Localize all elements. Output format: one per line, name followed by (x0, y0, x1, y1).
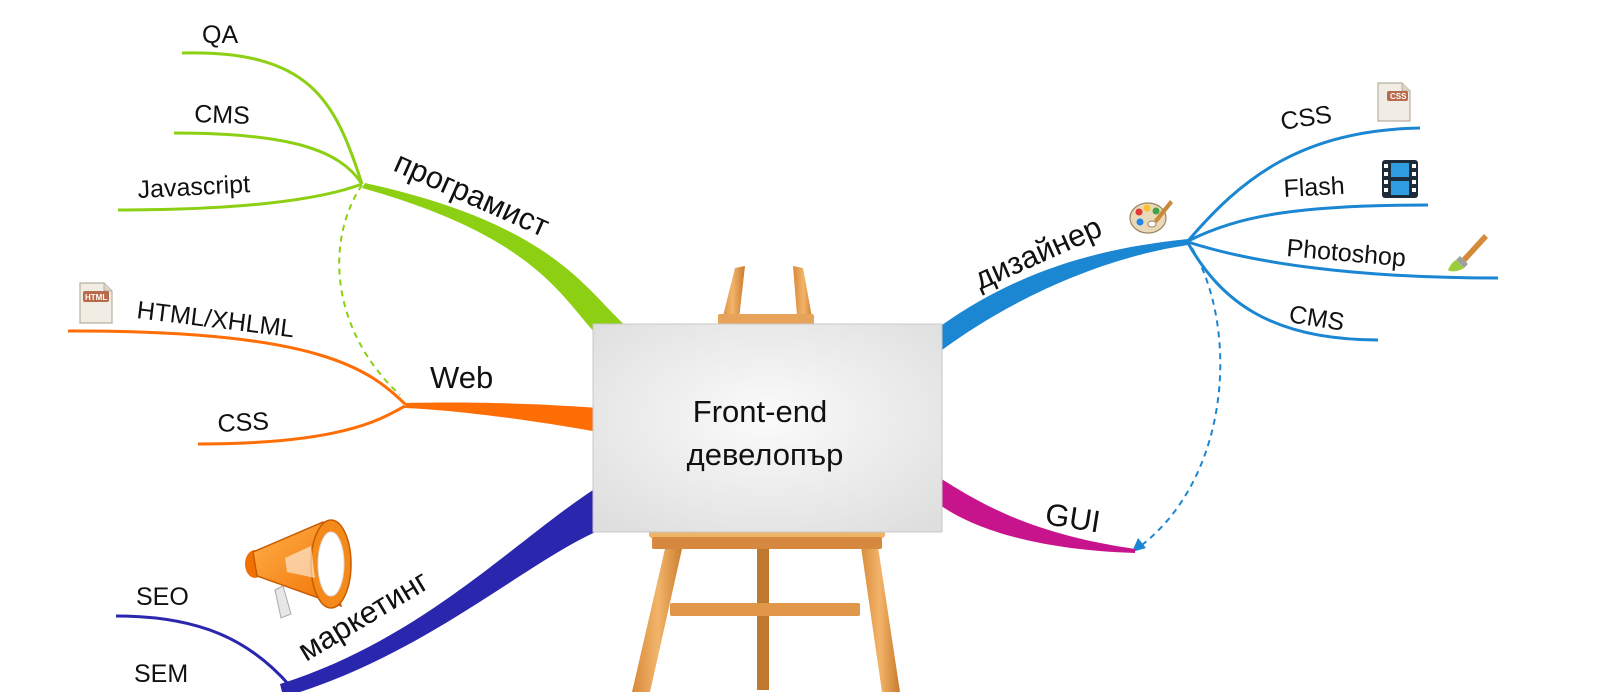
css-badge-text: CSS (1390, 92, 1407, 101)
designer-gui-arrowhead (1132, 538, 1146, 552)
branch-designer-leaf-line-0 (1186, 126, 1421, 242)
branch-gui-trunk (940, 478, 1135, 553)
web-leaf-css: CSS (217, 407, 270, 438)
programmer-web-dashed-link (338, 184, 401, 396)
html-file-icon: HTML (79, 282, 113, 324)
branch-web-leaf-line-0 (67, 329, 407, 406)
branch-programmer-leaf-line-1 (173, 131, 364, 185)
branch-designer-leaf-line-2 (1187, 240, 1499, 280)
branch-marketing: маркетинг SEO SEM (115, 490, 600, 692)
designer-leaf-flash: Flash (1283, 172, 1346, 203)
designer-leaf-css: CSS (1279, 100, 1334, 136)
center-title-line-2: девелопър (687, 437, 844, 472)
film-icon (1382, 160, 1418, 198)
marketing-leaf-sem: SEM (134, 660, 188, 688)
branch-gui: GUI (940, 478, 1135, 553)
branch-programmer-leaf-line-2 (117, 182, 363, 212)
center-title-line-1: Front-end (693, 394, 827, 429)
paintbrush-icon (1448, 234, 1488, 272)
branch-programmer-leaf-line-0 (181, 51, 364, 185)
programmer-leaf-cms: CMS (194, 100, 251, 130)
branch-gui-label: GUI (1043, 496, 1103, 539)
css-file-icon: CSS (1377, 82, 1411, 122)
programmer-leaf-qa: QA (202, 21, 238, 49)
branch-web: Web HTML/XHLML CSS HTML (67, 282, 598, 446)
branch-web-trunk (405, 402, 598, 432)
programmer-leaf-javascript: Javascript (137, 170, 251, 204)
branch-designer: дизайнер CSS Flash Photoshop CMS CSS (942, 82, 1499, 552)
megaphone-icon (245, 519, 352, 619)
easel-icon (632, 266, 900, 692)
branch-designer-leaf-line-1 (1187, 203, 1429, 243)
branch-programmer-trunk (362, 183, 628, 338)
center-board: Front-end девелопър (592, 323, 943, 533)
branch-programmer: програмист QA CMS Javascript (117, 21, 628, 396)
branch-programmer-label: програмист (389, 144, 554, 243)
html-badge-text: HTML (85, 293, 107, 302)
marketing-leaf-seo: SEO (136, 583, 189, 611)
branch-web-label: Web (430, 360, 493, 395)
palette-icon (1129, 200, 1173, 234)
branch-designer-leaf-line-3 (1186, 242, 1379, 342)
branch-marketing-trunk (280, 490, 600, 692)
designer-gui-dashed-link (1137, 247, 1222, 549)
branch-web-leaf-line-1 (197, 404, 406, 446)
branch-marketing-leaf-line-0 (115, 614, 292, 687)
